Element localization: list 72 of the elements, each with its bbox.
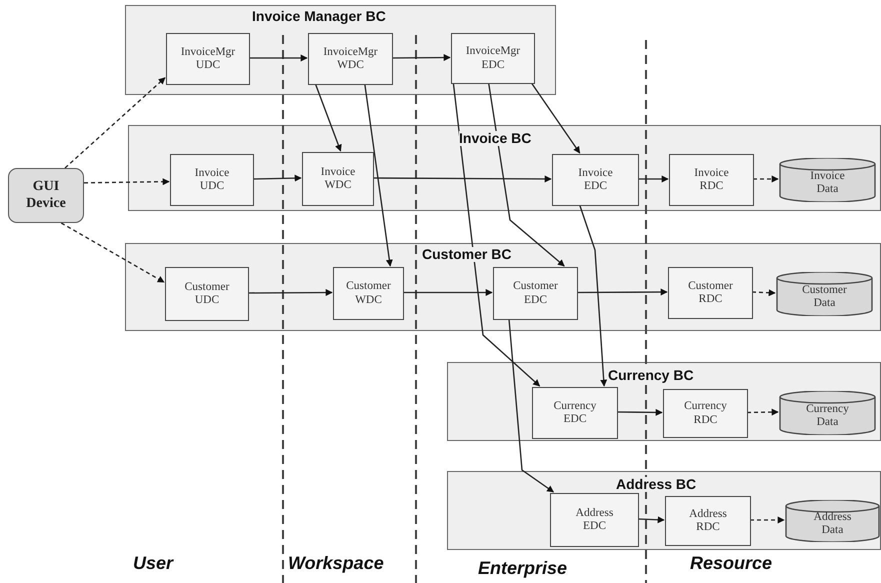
arrow	[530, 82, 580, 154]
arrow	[364, 84, 393, 267]
component-band	[447, 362, 881, 441]
component-label: Address Data	[814, 510, 852, 538]
component-box	[170, 154, 254, 206]
arrow	[488, 82, 565, 266]
component-label: Customer WDC	[346, 280, 391, 307]
arrow	[750, 516, 785, 524]
arrow	[617, 408, 663, 416]
component-label: Address EDC	[576, 506, 614, 534]
arrow	[64, 77, 166, 168]
arrow	[452, 82, 540, 386]
component-box	[165, 267, 249, 321]
band-heading: Invoice Manager BC	[252, 9, 386, 24]
component-box	[532, 387, 618, 439]
component-box	[552, 154, 639, 206]
arrow	[60, 222, 165, 283]
component-box	[333, 267, 404, 320]
component-box	[668, 267, 753, 319]
component-label: Invoice EDC	[578, 166, 613, 194]
component-box	[550, 493, 639, 547]
component-label: Customer RDC	[688, 280, 733, 306]
component-label: InvoiceMgr WDC	[323, 46, 378, 72]
arrow	[746, 408, 779, 416]
component-label: Invoice Data	[810, 170, 845, 196]
component-box	[669, 154, 754, 206]
component-label: Address RDC	[689, 508, 727, 534]
band-heading: Invoice BC	[459, 131, 532, 146]
band-heading: Customer BC	[422, 247, 512, 262]
arrow	[84, 178, 170, 186]
band-heading: Currency BC	[608, 368, 694, 384]
component-box	[663, 389, 748, 438]
component-box	[308, 33, 393, 85]
device-box	[8, 168, 84, 223]
component-box	[665, 496, 751, 546]
component-label: Currency EDC	[554, 400, 596, 426]
arrow	[248, 289, 333, 296]
arrow	[508, 318, 554, 493]
lane-label: Workspace	[288, 553, 384, 574]
component-box	[451, 33, 535, 84]
arrow	[249, 54, 308, 62]
component-label: InvoiceMgr EDC	[466, 45, 520, 72]
lane-label: Enterprise	[478, 558, 568, 579]
component-box	[302, 152, 374, 206]
component-box	[166, 33, 250, 85]
component-band	[447, 471, 881, 550]
arrow	[314, 84, 342, 152]
component-label: Customer UDC	[184, 280, 230, 308]
arrow	[392, 54, 451, 62]
component-band	[125, 5, 556, 95]
band-heading: Address BC	[616, 477, 696, 492]
arrow	[577, 288, 668, 296]
component-label: GUI Device	[26, 179, 66, 212]
component-label: Invoice UDC	[194, 166, 230, 194]
arrow	[579, 204, 608, 387]
arrow	[752, 289, 776, 296]
component-label: InvoiceMgr UDC	[180, 46, 236, 72]
component-box	[493, 267, 578, 320]
component-band	[128, 125, 881, 211]
component-label: Customer EDC	[513, 280, 558, 307]
arrow	[753, 176, 779, 182]
component-label: Invoice WDC	[320, 166, 356, 192]
arrow	[638, 176, 669, 182]
arrow	[252, 174, 302, 182]
component-label: Customer Data	[802, 284, 847, 310]
arrow	[638, 516, 665, 524]
arrow	[373, 175, 552, 182]
component-band	[125, 243, 881, 331]
arrow	[403, 289, 493, 296]
component-label: Currency RDC	[684, 400, 727, 427]
component-label: Currency Data	[806, 402, 849, 430]
component-label: Invoice RDC	[694, 166, 729, 194]
